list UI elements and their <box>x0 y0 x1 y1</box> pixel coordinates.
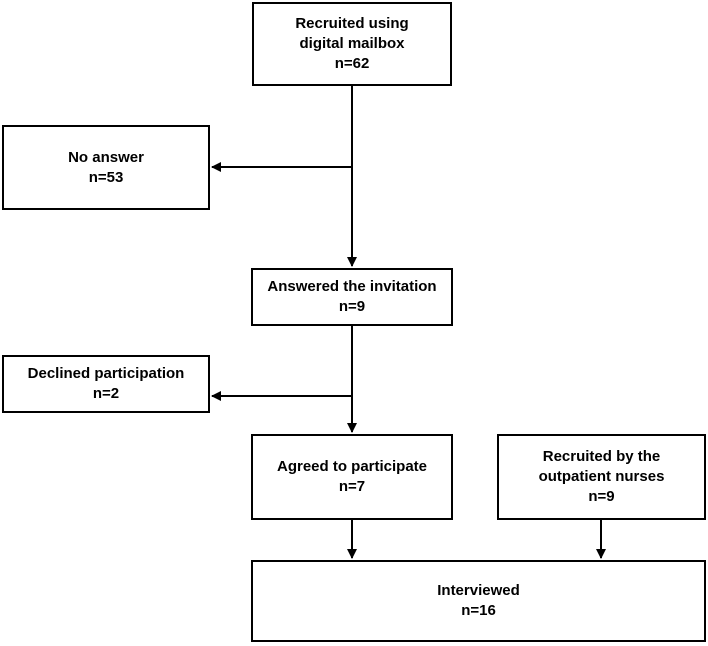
box-interviewed-count: n=16 <box>461 602 496 619</box>
box-recruited-nurses-line-1: Recruited by the <box>542 448 661 465</box>
box-interviewed: Interviewed n=16 <box>251 560 706 642</box>
box-no-answer: No answer n=53 <box>2 125 210 210</box>
box-declined: Declined participation n=2 <box>2 355 210 413</box>
box-agreed: Agreed to participate n=7 <box>251 434 453 520</box>
box-answered-count: n=9 <box>338 298 366 315</box>
box-interviewed-line-1: Interviewed <box>437 582 520 599</box>
box-agreed-count: n=7 <box>338 478 366 495</box>
box-declined-line-1: Declined participation <box>27 365 185 382</box>
box-recruited-mailbox: Recruited using digital mailbox n=62 <box>252 2 452 86</box>
box-declined-count: n=2 <box>92 385 120 402</box>
box-recruited-nurses-line-2: outpatient nurses <box>538 468 665 485</box>
box-answered: Answered the invitation n=9 <box>251 268 453 326</box>
box-no-answer-count: n=53 <box>88 168 124 186</box>
box-recruited-mailbox-line-1: Recruited using <box>295 15 409 32</box>
box-agreed-line-1: Agreed to participate <box>276 458 428 475</box>
box-recruited-nurses-count: n=9 <box>588 488 615 505</box>
box-no-answer-line-1: No answer <box>68 148 144 166</box>
box-recruited-mailbox-line-2: digital mailbox <box>299 35 405 52</box>
box-recruited-mailbox-count: n=62 <box>334 55 370 72</box>
box-recruited-nurses: Recruited by the outpatient nurses n=9 <box>497 434 706 520</box>
box-answered-line-1: Answered the invitation <box>267 278 437 295</box>
